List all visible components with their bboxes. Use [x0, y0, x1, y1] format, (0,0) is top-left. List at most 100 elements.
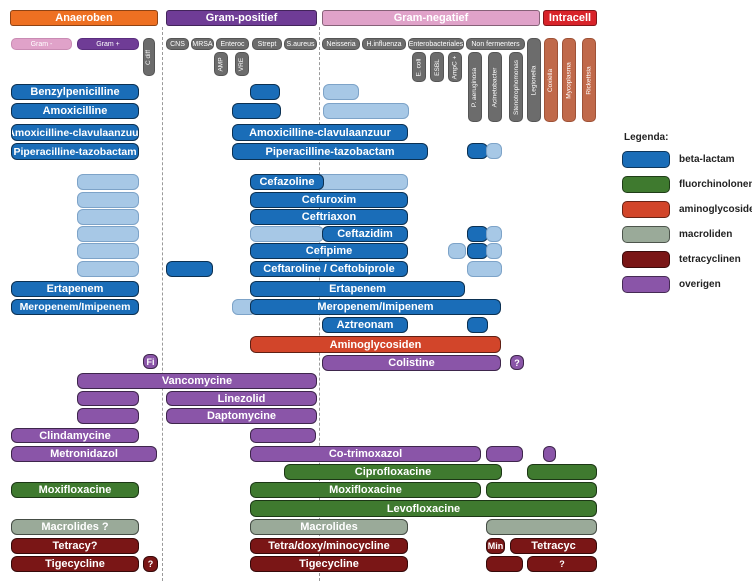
organism-mrsa: MRSA: [191, 38, 214, 50]
legend-label-beta-lactam: beta-lactam: [679, 154, 735, 165]
drug-amoxiclav-anaeroben: Amoxicilline-clavulaanzuur: [11, 124, 139, 141]
drug-ceftazidim-paeruginosa: [467, 226, 488, 242]
organism-vre: VRE: [235, 52, 249, 76]
drug-ceftaroline-mrsa: [166, 261, 213, 277]
organism-cns: CNS: [166, 38, 189, 50]
drug-tetracyc-intracell: Tetracyc: [510, 538, 597, 554]
drug-ceftriaxon-anaeroben: [77, 209, 139, 225]
subheader-gram-positive: Gram +: [77, 38, 139, 50]
drug-colistine-unknown: ?: [510, 355, 524, 370]
drug-cefazoline: Cefazoline: [250, 174, 324, 190]
drug-cefipime-anaeroben: [77, 243, 139, 259]
organism-p-aeruginosa: P. aeruginosa: [468, 52, 482, 122]
drug-ceftriaxon: Ceftriaxon: [250, 209, 408, 225]
separator-anaeroben: [162, 27, 163, 581]
organism-ampc: AmpC +: [448, 52, 462, 82]
organism-nonfermenters: Non fermenters: [466, 38, 525, 50]
drug-cefazoline-anaeroben: [77, 174, 139, 190]
organism-c-diff: C diff: [143, 38, 155, 76]
drug-cefipime: Cefipime: [250, 243, 408, 259]
drug-metronidazol: Metronidazol: [11, 446, 157, 462]
organism-saureus: S.aureus: [284, 38, 317, 50]
legend-swatch-beta-lactam: [622, 151, 670, 168]
organism-esbl: ESBL: [430, 52, 444, 82]
organism-rickettsia: Rickettsia: [582, 38, 596, 122]
drug-ciprofloxacine: Ciprofloxacine: [284, 464, 502, 480]
drug-linezolid: Linezolid: [166, 391, 317, 406]
drug-ceftaroline-nonferm: [467, 261, 502, 277]
drug-macrolides-intracell: [486, 519, 597, 535]
drug-aztreonam: Aztreonam: [322, 317, 408, 333]
header-gram-positief: Gram-positief: [166, 10, 317, 26]
drug-ceftazidim-acinetobacter: [486, 226, 502, 242]
organism-amp: AMP: [214, 52, 228, 76]
drug-cotrimoxazol: Co-trimoxazol: [250, 446, 481, 462]
drug-tigecycline-unknown-cdiff: ?: [143, 556, 158, 572]
drug-ceftaroline: Ceftaroline / Ceftobiprole: [250, 261, 408, 277]
organism-coxiella: Coxiella: [544, 38, 558, 122]
legend-label-fluorchinolonen: fluorchinolonen: [679, 179, 752, 190]
drug-amoxicilline-gram-neg: [323, 103, 409, 119]
legend-swatch-fluorchinolonen: [622, 176, 670, 193]
drug-moxifloxacine-intracell: [486, 482, 597, 498]
drug-cefipime-paeruginosa: [467, 243, 488, 259]
organism-strept: Strept: [252, 38, 282, 50]
legend-title: Legenda:: [624, 132, 669, 143]
drug-daptomycine-anaeroben: [77, 408, 139, 424]
drug-piptazo-anaeroben: Piperacilline-tazobactam: [11, 143, 139, 160]
legend-label-macroliden: macroliden: [679, 229, 733, 240]
drug-ceftazidim-light: [250, 226, 324, 242]
drug-meropenem: Meropenem/Imipenem: [250, 299, 501, 315]
drug-ceftaroline-anaeroben: [77, 261, 139, 277]
drug-macrolides: Macrolides: [250, 519, 408, 535]
drug-vancomycine: Vancomycine: [77, 373, 317, 389]
drug-minocycline-acinetobacter: Min: [486, 538, 505, 554]
drug-ceftazidim: Ceftazidim: [322, 226, 408, 242]
header-intracell: Intracell: [543, 10, 597, 26]
drug-colistine: Colistine: [322, 355, 501, 371]
drug-tigecycline-nonferm: [486, 556, 523, 572]
legend-swatch-overigen: [622, 276, 670, 293]
legend-swatch-tetracyclinen: [622, 251, 670, 268]
drug-daptomycine: Daptomycine: [166, 408, 317, 424]
drug-tigecycline-anaeroben: Tigecycline: [11, 556, 139, 572]
organism-enterobacteriales: Enterobacteriales: [408, 38, 464, 50]
drug-tetra-doxy-minocycline: Tetra/doxy/minocycline: [250, 538, 408, 554]
drug-amoxicilline-anaeroben: Amoxicilline: [11, 103, 139, 119]
drug-clindamycine: Clindamycine: [11, 428, 139, 443]
drug-ertapenem: Ertapenem: [250, 281, 465, 297]
drug-macrolides-anaeroben: Macrolides ?: [11, 519, 139, 535]
legend-swatch-aminoglycosiden: [622, 201, 670, 218]
drug-piptazo-main: Piperacilline-tazobactam: [232, 143, 428, 160]
drug-ciprofloxacine-intracell: [527, 464, 597, 480]
drug-cotrimoxazol-nonferm: [486, 446, 523, 462]
legend-label-overigen: overigen: [679, 279, 721, 290]
legend-label-tetracyclinen: tetracyclinen: [679, 254, 741, 265]
legend-swatch-macroliden: [622, 226, 670, 243]
drug-piptazo-acinetobacter: [486, 143, 502, 159]
drug-tigecycline: Tigecycline: [250, 556, 408, 572]
drug-benzylpenicilline-strept: [250, 84, 280, 100]
header-anaeroben: Anaeroben: [10, 10, 158, 26]
drug-fidaxomicine: Fi: [143, 354, 158, 369]
organism-stenotrophomonas: Stenotrophomonas: [509, 52, 523, 122]
drug-levofloxacine: Levofloxacine: [250, 500, 597, 517]
drug-cefipime-ampc: [448, 243, 466, 259]
drug-meropenem-anaeroben: Meropenem/Imipenem: [11, 299, 139, 315]
drug-amoxicilline-gram-pos: [232, 103, 281, 119]
drug-piptazo-paeruginosa: [467, 143, 488, 159]
organism-enteroc: Enteroc: [216, 38, 249, 50]
drug-cotrimoxazol-coxiella: [543, 446, 556, 462]
drug-tetracyclines-anaeroben: Tetracy?: [11, 538, 139, 554]
drug-clindamycine-gram-pos: [250, 428, 316, 443]
drug-moxifloxacine: Moxifloxacine: [250, 482, 481, 498]
drug-cefuroxim: Cefuroxim: [250, 192, 408, 208]
drug-cefipime-acinetobacter: [486, 243, 502, 259]
header-gram-negatief: Gram-negatief: [322, 10, 540, 26]
organism-hinfluenza: H.influenza: [362, 38, 406, 50]
drug-cefuroxim-anaeroben: [77, 192, 139, 208]
drug-amoxiclav-main: Amoxicilline-clavulaanzuur: [232, 124, 408, 141]
organism-e-coli: E. coli: [412, 52, 426, 82]
drug-tigecycline-unknown-intracell: ?: [527, 556, 597, 572]
drug-aminoglycosiden: Aminoglycosiden: [250, 336, 501, 353]
